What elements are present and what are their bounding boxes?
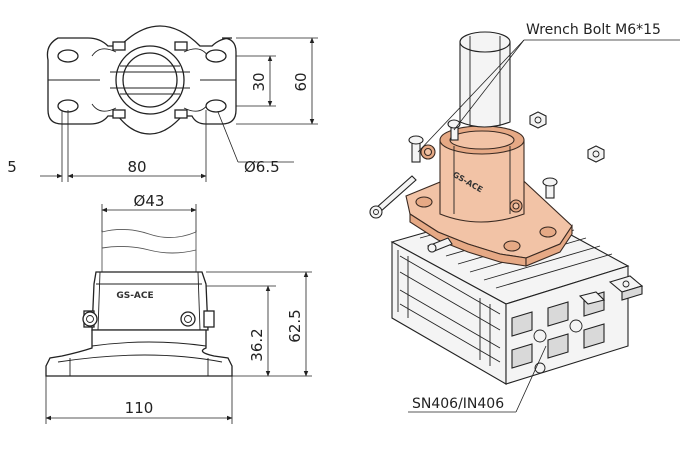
dim-30-label: 30: [250, 72, 268, 91]
front-view: GS-ACE Ø43 36.2 62.5 110: [45, 192, 312, 424]
callout-leaders: [408, 39, 680, 413]
top-dim-lines: [40, 37, 318, 182]
dim-62-label: 62.5: [286, 309, 304, 342]
iso-view: GS-ACE: [369, 22, 680, 413]
front-bolt-right: [180, 310, 215, 328]
dim-36-label: 36.2: [248, 328, 266, 361]
profile-callout-label: SN406/IN406: [412, 396, 504, 412]
bolt-callout-label: Wrench Bolt M6*15: [526, 22, 661, 38]
dim-110-label: 110: [125, 399, 154, 417]
dim-60-label: 60: [292, 72, 310, 91]
dim-hole-label: Ø6.5: [244, 158, 280, 176]
front-bolt-left: [82, 310, 98, 328]
copper-base: [405, 125, 573, 267]
top-view-body: [46, 25, 237, 135]
top-view: 80 5 30 60 Ø6.5: [7, 25, 318, 182]
front-brand-label: GS-ACE: [116, 291, 153, 301]
front-dim-lines: [45, 204, 312, 424]
dim-tube-label: Ø43: [134, 192, 165, 210]
front-view-body: [45, 229, 233, 377]
dim-5-label: 5: [7, 158, 17, 176]
t-nut: [578, 275, 644, 305]
dim-80-label: 80: [127, 158, 146, 176]
